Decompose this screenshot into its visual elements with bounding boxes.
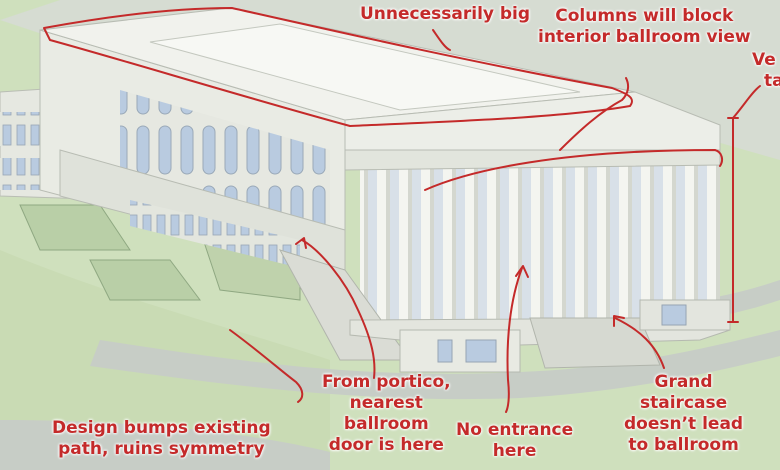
annotation-portico-door: From portico, nearest ballroom door is h… <box>322 372 451 456</box>
terrace-hedge <box>19 204 131 251</box>
arched-windows <box>120 90 330 240</box>
annotation-line: path, ruins symmetry <box>58 439 265 459</box>
annotation-line: Design bumps existing <box>52 418 271 438</box>
annotation-line: ta <box>764 71 780 91</box>
height-callout-stroke <box>732 85 761 119</box>
podium-right-window <box>661 304 687 326</box>
annotation-line: Grand <box>654 372 713 392</box>
no-entrance-arrowhead <box>515 265 529 278</box>
staircase-arrowhead <box>613 315 625 327</box>
annotation-line: interior ballroom view <box>538 27 751 47</box>
annotation-line: doesn’t lead <box>624 414 744 434</box>
roof-callout-stroke <box>432 29 451 51</box>
portico-bracket <box>424 149 724 191</box>
annotation-strokes <box>43 7 761 413</box>
annotation-grand-staircase: Grand staircase doesn’t lead to ballroom <box>624 372 743 456</box>
no-entrance-arrow <box>505 267 523 413</box>
annotation-line: to ballroom <box>628 435 739 455</box>
podium-door <box>465 339 497 363</box>
staircase-arrow <box>614 317 665 369</box>
annotation-line: nearest <box>349 393 423 413</box>
annotation-no-entrance: No entrance here <box>456 420 573 462</box>
garden-path <box>90 330 780 400</box>
annotation-line: door is here <box>328 435 444 455</box>
annotation-unnecessarily-big: Unnecessarily big <box>360 4 530 25</box>
columns-callout-stroke <box>559 77 630 151</box>
terrace-hedge-2 <box>89 259 201 301</box>
annotation-columns-block-view: Columns will block interior ballroom vie… <box>538 6 751 48</box>
roof-clerestory <box>149 23 581 111</box>
annotation-line: Columns will block <box>555 6 734 26</box>
podium-front <box>399 329 521 373</box>
portico-columns <box>360 160 720 320</box>
annotation-line: here <box>492 441 537 461</box>
grand-staircase <box>529 317 661 369</box>
roof-outline <box>43 7 633 127</box>
annotation-line: Unnecessarily big <box>360 4 531 24</box>
lower-side-windows <box>130 200 300 268</box>
podium-window <box>437 339 453 363</box>
annotation-line: staircase <box>639 393 728 413</box>
portico-door-arrow <box>301 239 376 379</box>
annotation-clipped-right: Ve ta <box>752 50 780 92</box>
annotation-line: From portico, <box>322 372 451 392</box>
annotation-line: Ve <box>752 50 776 70</box>
path-callout-stroke <box>229 329 304 403</box>
annotation-line: No entrance <box>456 420 574 440</box>
portico-door-arrowhead <box>295 237 307 249</box>
annotation-path-symmetry: Design bumps existing path, ruins symmet… <box>52 418 271 460</box>
annotation-line: ballroom <box>343 414 429 434</box>
garden-path-lower <box>0 420 330 470</box>
